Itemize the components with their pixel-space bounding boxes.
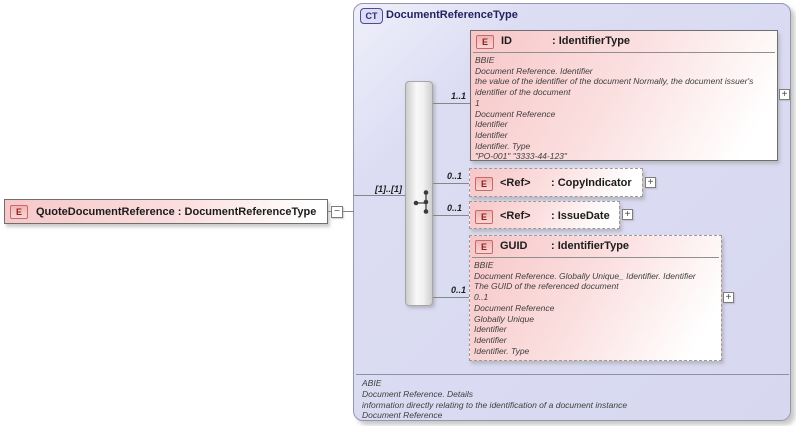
element-annotation: BBIE Document Reference. Globally Unique…: [474, 260, 696, 356]
element-name: <Ref>: [500, 210, 531, 222]
element-name: GUID: [500, 240, 528, 252]
element-ref-copy-indicator[interactable]: E <Ref> : CopyIndicator: [469, 168, 643, 197]
element-header: E <Ref> : IssueDate: [470, 202, 619, 230]
element-badge-icon: E: [475, 210, 493, 224]
collapse-toggle[interactable]: −: [331, 206, 343, 218]
element-type: : IssueDate: [551, 210, 610, 222]
divider: [473, 52, 775, 53]
element-type: : CopyIndicator: [551, 177, 632, 189]
cardinality-label: 0..1: [450, 285, 466, 295]
element-name: ID: [501, 35, 512, 47]
element-badge-icon: E: [10, 204, 28, 219]
connector-line: [327, 211, 332, 212]
cardinality-label: 0..1: [446, 171, 462, 181]
element-guid[interactable]: E GUID : IdentifierType BBIE Document Re…: [469, 235, 722, 361]
expand-toggle[interactable]: +: [723, 292, 734, 303]
expand-toggle[interactable]: +: [779, 89, 790, 100]
expand-toggle[interactable]: +: [622, 209, 633, 220]
element-type: : IdentifierType: [552, 35, 631, 47]
element-ref-issue-date[interactable]: E <Ref> : IssueDate: [469, 201, 620, 229]
element-header: E <Ref> : CopyIndicator: [470, 169, 642, 198]
root-element-label: QuoteDocumentReference : DocumentReferen…: [36, 205, 317, 218]
element-type: : IdentifierType: [551, 240, 630, 252]
element-badge-icon: E: [475, 240, 493, 254]
element-header: E GUID : IdentifierType: [470, 236, 721, 257]
sequence-compositor[interactable]: [405, 81, 433, 306]
expand-icon: +: [624, 209, 631, 220]
connector-line: [433, 297, 469, 298]
sequence-icon: [413, 190, 429, 214]
connector-line: [433, 215, 469, 216]
cardinality-label: 1..1: [450, 91, 466, 101]
connector-line: [343, 211, 354, 212]
expand-toggle[interactable]: +: [645, 177, 656, 188]
element-badge-icon: E: [476, 35, 494, 49]
complex-type-title: DocumentReferenceType: [386, 9, 518, 21]
cardinality-label: 0..1: [446, 203, 462, 213]
connector-line: [354, 195, 405, 196]
connector-line: [433, 103, 470, 104]
collapse-icon: −: [334, 206, 340, 217]
divider: [472, 257, 719, 258]
element-badge-icon: E: [475, 177, 493, 191]
complex-type-icon: CT: [360, 8, 383, 24]
expand-icon: +: [781, 89, 788, 100]
expand-icon: +: [647, 177, 654, 188]
element-id[interactable]: E ID : IdentifierType BBIE Document Refe…: [470, 30, 778, 161]
element-quote-document-reference[interactable]: E QuoteDocumentReference : DocumentRefer…: [4, 199, 328, 224]
connector-line: [433, 183, 469, 184]
cardinality-label: [1]..[1]: [375, 184, 402, 194]
expand-icon: +: [725, 292, 732, 303]
complex-type-annotation: ABIE Document Reference. Details informa…: [362, 378, 628, 421]
element-header: E ID : IdentifierType: [471, 31, 777, 52]
divider: [356, 374, 789, 375]
element-name: <Ref>: [500, 177, 531, 189]
element-annotation: BBIE Document Reference. Identifier the …: [475, 55, 754, 162]
